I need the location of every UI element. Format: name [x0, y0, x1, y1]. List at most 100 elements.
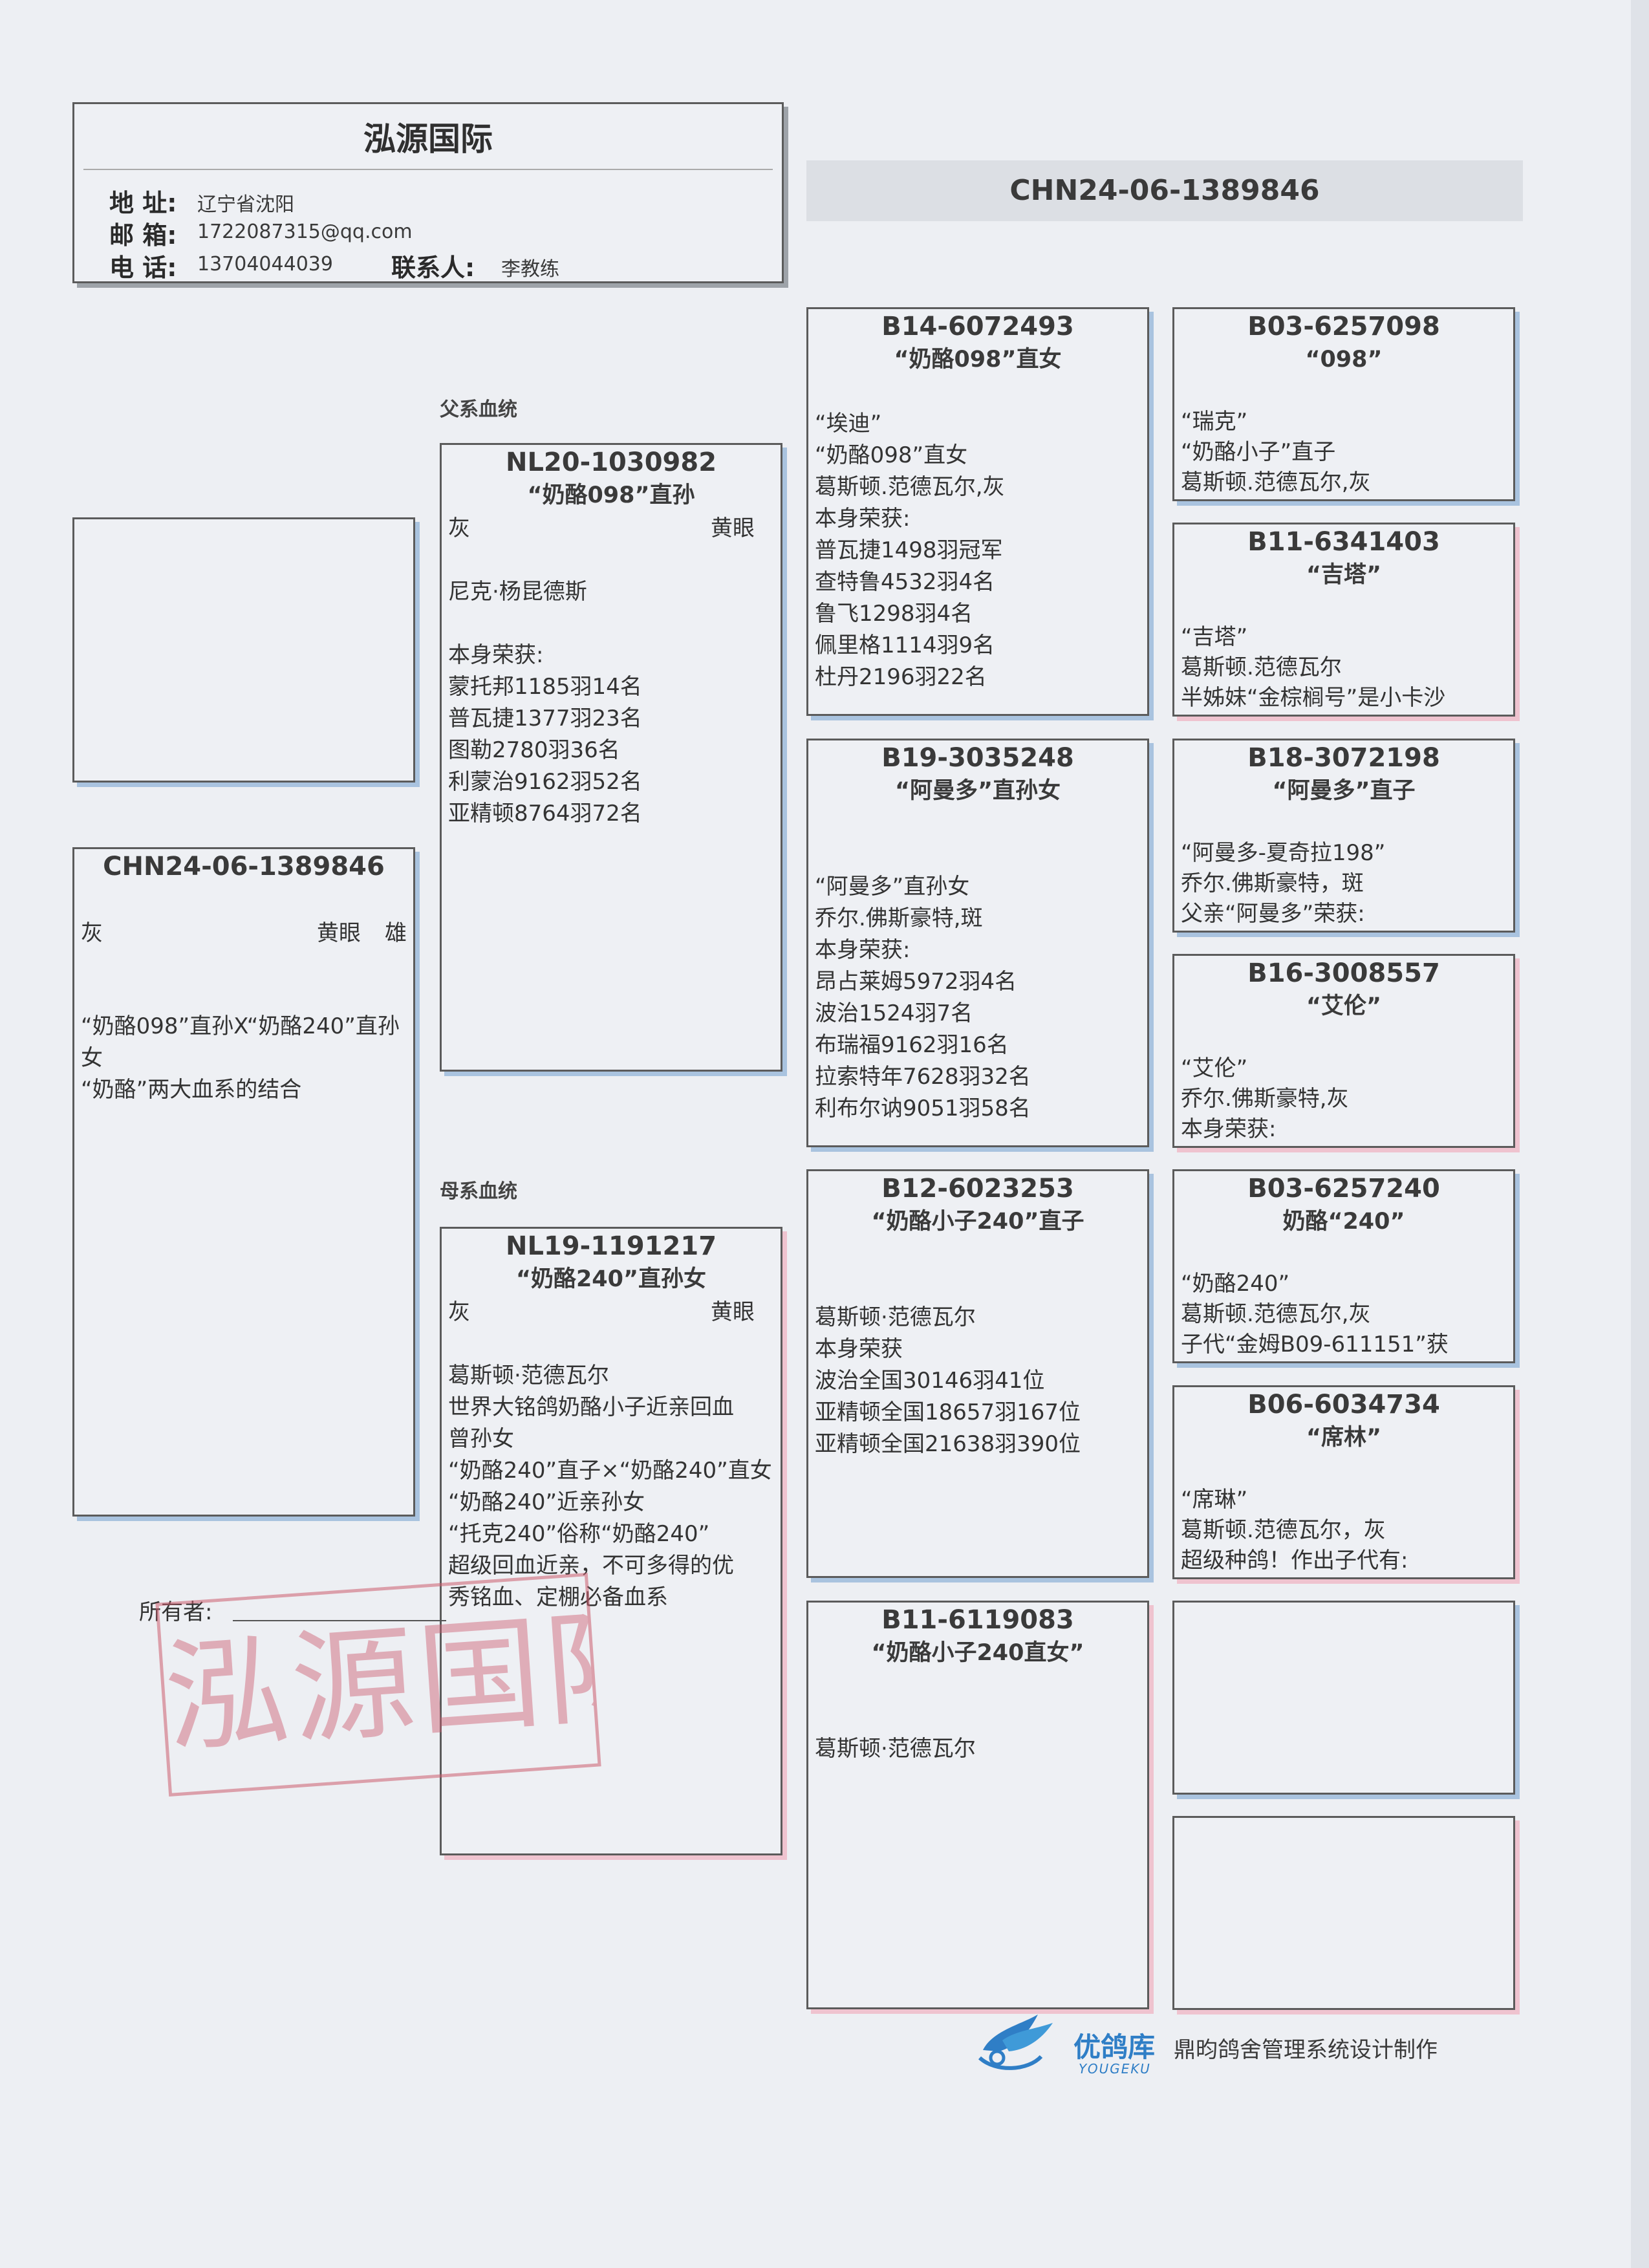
- ancestor-line: “吉塔”: [1181, 624, 1248, 650]
- ancestor-ring: B16-3008557: [1247, 958, 1440, 988]
- ancestor-details: 葛斯顿·范德瓦尔: [808, 1670, 1147, 1765]
- ancestor-name: “艾伦”: [1306, 993, 1381, 1019]
- ancestor-line: 本身荣获:: [815, 506, 911, 532]
- ancestor-name: “阿曼多”直孙女: [894, 778, 1061, 804]
- breeder-header: 泓源国际 地 址: 辽宁省沈阳 邮 箱: 1722087315@qq.com 电…: [72, 102, 784, 283]
- subject-color: 灰: [81, 920, 103, 946]
- ancestor-line: 葛斯顿.范德瓦尔: [1181, 654, 1342, 680]
- contact-label: 联系人:: [391, 254, 475, 282]
- ancestor-line: 葛斯顿·范德瓦尔: [815, 1304, 976, 1330]
- sire-side-label: 父系血统: [440, 398, 517, 421]
- ancestor-line: 波治全国30146羽41位: [815, 1368, 1045, 1394]
- ancestor-name: “奶酪小子240”直子: [871, 1209, 1084, 1235]
- ancestor-line: 普瓦捷1498羽冠军: [815, 537, 1003, 563]
- ancestor-line: “奶酪098”直女: [815, 442, 968, 468]
- dam-name: “奶酪240”直孙女: [515, 1266, 707, 1292]
- ancestor-ring: B18-3072198: [1247, 743, 1440, 773]
- great-grandparent-card: B06-6034734 “席林” “席琳” 葛斯顿.范德瓦尔，灰 超级种鸽！作出…: [1172, 1385, 1515, 1579]
- email-value: 1722087315@qq.com: [197, 221, 413, 243]
- sire-color: 灰: [448, 515, 470, 541]
- ancestor-line: 超级种鸽！作出子代有:: [1181, 1548, 1408, 1573]
- sire-line: 普瓦捷1377羽23名: [448, 706, 642, 731]
- ancestor-details: “艾伦” 乔尔.佛斯豪特,灰 本身荣获:: [1174, 1023, 1513, 1145]
- sire-line: 本身荣获:: [448, 642, 544, 668]
- ancestor-line: 葛斯顿.范德瓦尔,灰: [1181, 470, 1371, 495]
- subject-note: 女: [81, 1045, 103, 1071]
- dam-traits: 灰 黄眼: [442, 1296, 781, 1328]
- ancestor-line: 佩里格1114羽9名: [815, 632, 995, 658]
- email-label: 邮 箱:: [109, 221, 177, 250]
- ancestor-details: “阿曼多-夏奇拉198” 乔尔.佛斯豪特，斑 父亲“阿曼多”荣获:: [1174, 808, 1513, 929]
- dam-side-label: 母系血统: [440, 1180, 517, 1203]
- ancestor-line: [1181, 808, 1513, 838]
- dam-eye: 黄眼: [711, 1299, 755, 1325]
- ancestor-name: “阿曼多”直子: [1272, 778, 1416, 804]
- pedigree-banner: CHN24-06-1389846: [806, 160, 1523, 221]
- dam-card: NL19-1191217 “奶酪240”直孙女 灰 黄眼 葛斯顿·范德瓦尔 世界…: [440, 1227, 782, 1855]
- ancestor-line: 葛斯顿·范德瓦尔: [815, 1736, 976, 1762]
- ancestor-line: [1181, 1023, 1513, 1053]
- ancestor-line: [1181, 376, 1513, 407]
- ancestor-line: “瑞克”: [1181, 409, 1248, 435]
- ancestor-line: [815, 1670, 1147, 1701]
- ancestor-line: [815, 1238, 1147, 1270]
- dam-ring: NL19-1191217: [505, 1231, 717, 1261]
- ancestor-line: “艾伦”: [1181, 1055, 1248, 1081]
- ancestor-line: 鲁飞1298羽4名: [815, 601, 973, 627]
- empty-ancestor-card: [1172, 1816, 1515, 2010]
- ancestor-details: “席琳” 葛斯顿.范德瓦尔，灰 超级种鸽！作出子代有:: [1174, 1454, 1513, 1576]
- subject-eye: 黄眼: [317, 920, 361, 946]
- ancestor-ring: B12-6023253: [881, 1174, 1074, 1204]
- ancestor-line: 利布尔讷9051羽58名: [815, 1096, 1031, 1121]
- ancestor-ring: B03-6257098: [1247, 312, 1440, 341]
- dam-line: 世界大铭鸽奶酪小子近亲回血: [448, 1394, 734, 1420]
- ancestor-line: “阿曼多”直孙女: [815, 874, 970, 900]
- dam-line: “奶酪240”直子×“奶酪240”直女: [448, 1458, 772, 1484]
- ancestor-ring: B11-6119083: [881, 1605, 1074, 1635]
- great-grandparent-card: B16-3008557 “艾伦” “艾伦” 乔尔.佛斯豪特,灰 本身荣获:: [1172, 954, 1515, 1148]
- subject-sex: 雄: [385, 920, 407, 946]
- ancestor-ring: B03-6257240: [1247, 1174, 1440, 1204]
- empty-ancestor-card: [1172, 1601, 1515, 1795]
- ancestor-line: [815, 839, 1147, 871]
- ancestor-line: 拉索特年7628羽32名: [815, 1064, 1031, 1090]
- page-edge: [1631, 0, 1649, 2268]
- ancestor-line: 本身荣获:: [1181, 1116, 1277, 1142]
- ancestor-line: [815, 1701, 1147, 1733]
- ancestor-ring: B06-6034734: [1247, 1390, 1440, 1420]
- great-grandparent-card: B03-6257098 “098” “瑞克” “奶酪小子”直子 葛斯顿.范德瓦尔…: [1172, 307, 1515, 501]
- ancestor-ring: B11-6341403: [1247, 527, 1440, 557]
- subject-notes: “奶酪098”直孙X“奶酪240”直孙 女 “奶酪”两大血系的结合: [74, 1011, 400, 1106]
- granddam-paternal-card: B19-3035248 “阿曼多”直孙女 “阿曼多”直孙女 乔尔.佛斯豪特,斑 …: [806, 739, 1149, 1147]
- ancestor-line: 葛斯顿.范德瓦尔,灰: [815, 474, 1005, 500]
- sire-eye: 黄眼: [711, 515, 755, 541]
- ancestor-line: 乔尔.佛斯豪特,斑: [815, 905, 983, 931]
- ancestor-line: 查特鲁4532羽4名: [815, 569, 995, 595]
- sire-name: “奶酪098”直孙: [527, 482, 695, 508]
- address-label: 地 址:: [109, 189, 177, 217]
- loft-stamp: 泓源国际: [155, 1572, 601, 1797]
- sire-line: 蒙托邦1185羽14名: [448, 674, 642, 700]
- ancestor-name: “奶酪小子240直女”: [871, 1640, 1084, 1666]
- great-grandparent-card: B03-6257240 奶酪“240” “奶酪240” 葛斯顿.范德瓦尔,灰 子…: [1172, 1169, 1515, 1363]
- contact-value: 李教练: [501, 258, 559, 281]
- ancestor-ring: B19-3035248: [881, 743, 1074, 773]
- sire-ring: NL20-1030982: [505, 448, 717, 477]
- ancestor-line: 波治1524羽7名: [815, 1000, 973, 1026]
- ancestor-line: “席琳”: [1181, 1487, 1248, 1513]
- phone-label: 电 话:: [109, 254, 177, 282]
- ancestor-line: “阿曼多-夏奇拉198”: [1181, 840, 1386, 866]
- subject-note: “奶酪098”直孙X“奶酪240”直孙: [81, 1013, 400, 1039]
- sire-line: [448, 545, 781, 576]
- dam-line: “托克240”俗称“奶酪240”: [448, 1521, 710, 1547]
- ancestor-line: [1181, 592, 1513, 622]
- ancestor-line: 亚精顿全国18657羽167位: [815, 1399, 1081, 1425]
- ancestor-line: [1181, 1454, 1513, 1485]
- sire-traits: 灰 黄眼: [442, 512, 781, 545]
- dam-color: 灰: [448, 1299, 470, 1325]
- dam-line: 葛斯顿·范德瓦尔: [448, 1363, 609, 1388]
- logo-text: 优鸽库: [1073, 2031, 1156, 2063]
- phone-value: 13704044039: [197, 253, 333, 275]
- sire-line: 亚精顿8764羽72名: [448, 801, 642, 826]
- subject-ring: CHN24-06-1389846: [103, 852, 385, 881]
